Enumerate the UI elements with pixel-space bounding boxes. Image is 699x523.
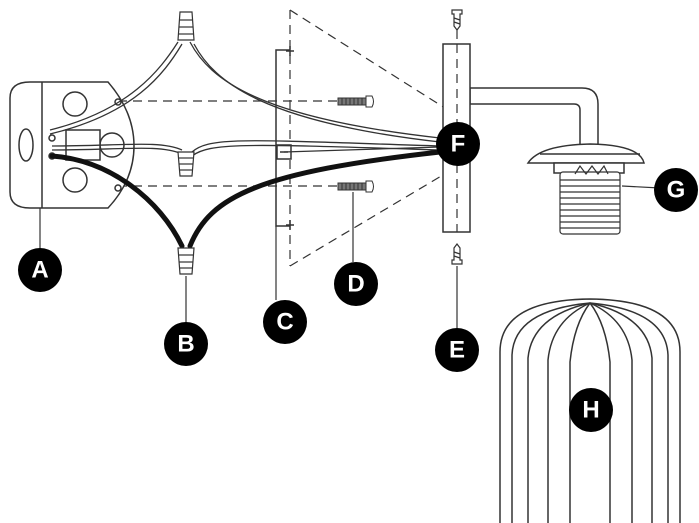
white-wires — [49, 41, 441, 157]
mounting-screw-bottom — [451, 243, 463, 265]
callout-e-label: E — [449, 337, 465, 364]
callout-c-label: C — [276, 309, 293, 336]
callout-h-label: H — [582, 397, 599, 424]
socket-cap — [526, 143, 645, 174]
callout-b-label: B — [177, 331, 194, 358]
callout-f: F — [436, 122, 480, 166]
callout-c: C — [263, 300, 307, 344]
wire-connector-top — [177, 11, 195, 41]
callout-d: D — [334, 262, 378, 306]
wire-connector-middle — [177, 151, 195, 177]
mounting-screw-top — [451, 9, 463, 31]
crossbar-bracket — [275, 46, 294, 230]
callout-d-label: D — [347, 271, 364, 298]
fixture-arm — [469, 87, 599, 153]
callout-g: G — [654, 168, 698, 212]
wire-connector-bottom — [177, 247, 195, 275]
callout-a: A — [18, 248, 62, 292]
junction-box — [9, 81, 135, 209]
leader-lines — [39, 185, 661, 405]
mounting-bolt-upper — [337, 95, 374, 108]
mounting-bolt-lower — [337, 180, 374, 193]
callout-h: H — [569, 388, 613, 432]
callout-f-label: F — [451, 131, 466, 158]
ground-wire — [283, 146, 441, 153]
black-wires — [49, 149, 443, 249]
callout-g-label: G — [667, 177, 686, 204]
callout-e: E — [435, 328, 479, 372]
callout-a-label: A — [31, 257, 48, 284]
lamp-socket — [559, 164, 621, 235]
callout-b: B — [164, 322, 208, 366]
